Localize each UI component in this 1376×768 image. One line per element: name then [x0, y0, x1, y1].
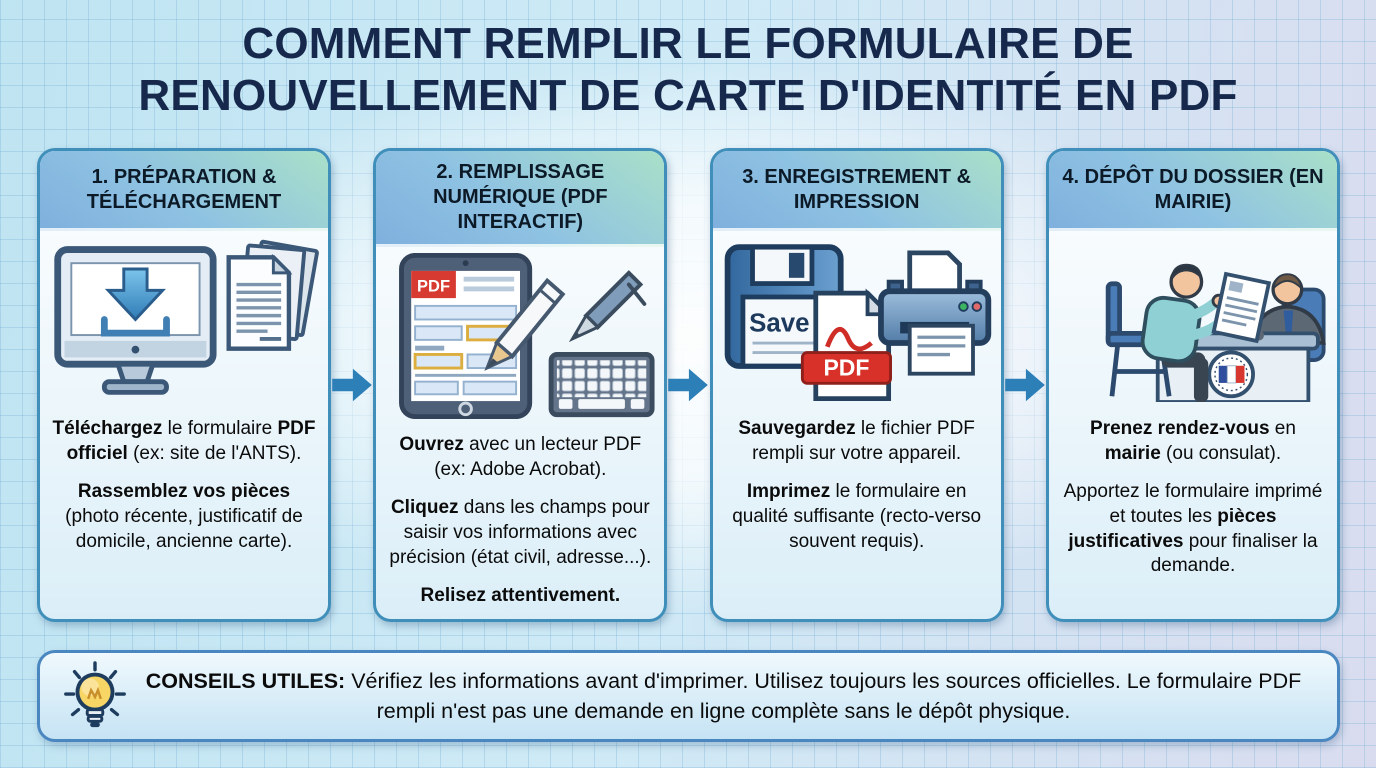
- fill-form-illustration: PDF: [399, 252, 655, 419]
- mairie-desk-icon: [1049, 231, 1337, 403]
- step-2-title: 2. REMPLISSAGE NUMÉRIQUE (PDF INTERACTIF…: [433, 160, 608, 233]
- arrow-3: [1004, 148, 1046, 622]
- steps-row: 1. PRÉPARATION & TÉLÉCHARGEMENT: [37, 148, 1340, 622]
- step-3-title: 3. ENREGISTREMENT & IMPRESSION: [742, 165, 972, 213]
- step-1-text: Téléchargez le formulaire PDF officiel (…: [52, 418, 316, 552]
- monitor-download-icon: [54, 246, 217, 395]
- tips-banner: CONSEILS UTILES: Vérifiez les informatio…: [37, 650, 1340, 742]
- lightbulb-icon: [64, 661, 126, 728]
- step-2-text: Ouvrez avec un lecteur PDF (ex: Adobe Ac…: [389, 433, 652, 607]
- keyboard-icon: [548, 351, 655, 417]
- arrow-1: [331, 148, 373, 622]
- step-card-3: 3. ENREGISTREMENT & IMPRESSION: [709, 148, 1004, 622]
- documents-stack-icon: [226, 239, 319, 351]
- page-title: COMMENT REMPLIR LE FORMULAIRE DE RENOUVE…: [0, 18, 1376, 122]
- tips-text: CONSEILS UTILES: Vérifiez les informatio…: [145, 668, 1302, 723]
- citizen-person-icon: [1105, 263, 1230, 402]
- step-card-1: 1. PRÉPARATION & TÉLÉCHARGEMENT: [37, 148, 331, 622]
- monitor-download-and-documents-icon: [40, 231, 328, 403]
- step-3-text: Sauvegardez le fichier PDF rempli sur vo…: [732, 418, 982, 552]
- page-title-line1: COMMENT REMPLIR LE FORMULAIRE DE: [242, 19, 1134, 68]
- floppy-save-icon: Save: [724, 244, 844, 369]
- tablet-form-icon: PDF: [376, 247, 664, 419]
- handed-document-icon: [1211, 271, 1272, 344]
- step-1-title: 1. PRÉPARATION & TÉLÉCHARGEMENT: [86, 165, 282, 213]
- pdf-file-banner-label: PDF: [823, 355, 869, 381]
- tablet-pdf-badge-label: PDF: [417, 277, 450, 295]
- right-arrow-icon: [332, 368, 372, 402]
- step-4-title: 4. DÉPÔT DU DOSSIER (EN MAIRIE): [1062, 165, 1324, 213]
- download-illustration: [54, 239, 319, 395]
- pencil-icon: [484, 277, 566, 371]
- printer-icon: [877, 250, 991, 376]
- save-print-icon: Save PDF: [713, 231, 1001, 403]
- right-arrow-icon: [668, 368, 709, 402]
- page-title-line2: RENOUVELLEMENT DE CARTE D'IDENTITÉ EN PD…: [138, 70, 1238, 120]
- right-arrow-icon: [1005, 368, 1045, 402]
- tablet-pdf-icon: PDF: [399, 252, 533, 419]
- step-3-header: 3. ENREGISTREMENT & IMPRESSION: [712, 151, 1001, 231]
- desk-scene-illustration: [1105, 263, 1326, 402]
- step-2-header: 2. REMPLISSAGE NUMÉRIQUE (PDF INTERACTIF…: [376, 151, 665, 247]
- pen-icon: [569, 269, 647, 343]
- save-print-illustration: Save PDF: [724, 244, 991, 401]
- floppy-save-label: Save: [749, 310, 809, 338]
- step-1-header: 1. PRÉPARATION & TÉLÉCHARGEMENT: [40, 151, 328, 231]
- step-4-header: 4. DÉPÔT DU DOSSIER (EN MAIRIE): [1048, 151, 1337, 231]
- arrow-2: [667, 148, 709, 622]
- step-card-4: 4. DÉPÔT DU DOSSIER (EN MAIRIE): [1045, 148, 1340, 622]
- step-4-text: Prenez rendez-vous en mairie (ou consula…: [1063, 418, 1323, 577]
- step-card-2: 2. REMPLISSAGE NUMÉRIQUE (PDF INTERACTIF…: [373, 148, 668, 622]
- pdf-file-icon: PDF: [800, 288, 893, 401]
